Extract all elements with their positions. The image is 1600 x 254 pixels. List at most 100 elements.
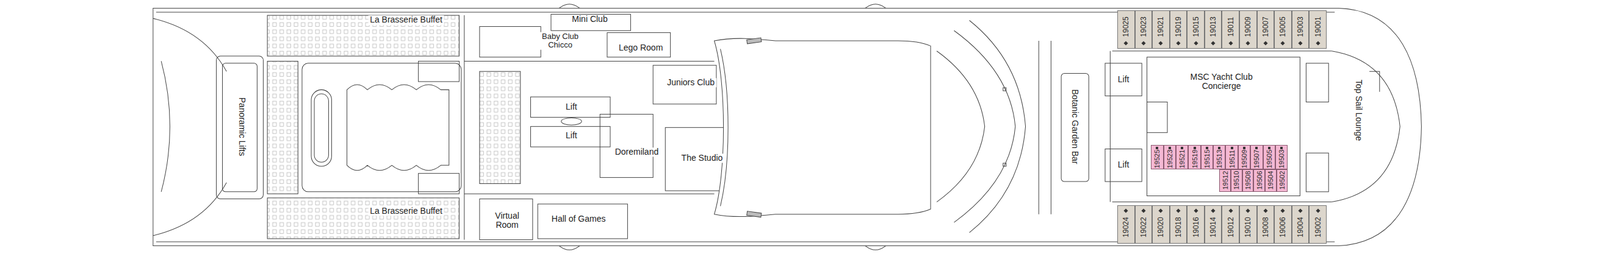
cabin: 19013: [1204, 10, 1223, 50]
cabin-number: 19020: [1156, 217, 1165, 238]
lift-shaft: [1105, 149, 1142, 183]
suite-block: [1147, 57, 1301, 197]
lift-shaft: [530, 126, 611, 148]
venue-label: Virtual Room: [486, 211, 528, 231]
suite-diamond: [1246, 40, 1251, 46]
suite-diamond: [1280, 209, 1286, 214]
cabin: 19009: [1239, 10, 1258, 50]
pool-edge: [720, 48, 729, 207]
cabin-number: 19005: [1279, 16, 1287, 37]
amenity-icon: [1255, 147, 1258, 150]
seating: [479, 71, 521, 184]
cabin-number: 19510: [1233, 171, 1240, 191]
buffet-seating: [267, 198, 459, 240]
suite-diamond: [1141, 209, 1146, 214]
cabin-number: 19021: [1156, 16, 1165, 37]
room-outline: [652, 65, 717, 105]
room-outline: [665, 127, 725, 191]
deck-structure: [153, 4, 1422, 251]
cabin-number: 19513: [1216, 150, 1223, 170]
yacht-club-cabin: 19515: [1200, 145, 1214, 170]
atrium-void: [347, 84, 450, 171]
cabin-number: 19509: [1240, 150, 1248, 170]
venue-label: La Brasserie Buffet: [367, 15, 445, 26]
yacht-club-cabin: 19508: [1242, 169, 1255, 193]
suite-diamond: [1124, 209, 1129, 214]
cabin: 19020: [1152, 205, 1170, 245]
room-outline: [599, 114, 653, 179]
suite-diamond: [1297, 40, 1303, 46]
cabin: 19008: [1257, 205, 1275, 245]
cabin-number: 19006: [1279, 217, 1287, 238]
yacht-club-cabin: 19525: [1150, 145, 1164, 170]
lift-pill: [314, 93, 329, 163]
cabin-number: 19505: [1265, 150, 1273, 170]
lift-shaft: [1105, 63, 1142, 97]
wall: [463, 15, 465, 240]
suite-diamond: [1158, 209, 1164, 214]
yacht-club-cabin: 19519: [1188, 145, 1201, 170]
cabin: 19015: [1186, 10, 1205, 50]
atrium-outline: [302, 63, 462, 193]
pool-deck: [714, 38, 932, 217]
suite-diamond: [1175, 209, 1181, 214]
room-outline: [551, 14, 631, 31]
amenity-icon: [1193, 147, 1197, 150]
buffet-counter: [418, 173, 460, 195]
yacht-club-cabin: 19504: [1264, 169, 1277, 193]
hull-outline: [153, 7, 1422, 246]
venue-label: La Brasserie Buffet: [367, 206, 445, 217]
cabin: 19002: [1308, 205, 1327, 245]
venue-label: Baby Club Chicco: [536, 32, 584, 51]
buffet-seating: [267, 61, 298, 195]
cabin-number: 19019: [1174, 16, 1182, 37]
stern-curve: [161, 61, 170, 192]
cabin-number: 19018: [1174, 217, 1182, 238]
amenity-icon: [1230, 147, 1234, 150]
cabin-number: 19515: [1203, 150, 1211, 170]
yacht-club-cabin: 19502: [1276, 169, 1289, 193]
venue-label: Doremiland: [613, 147, 661, 157]
cabin: 19022: [1135, 205, 1153, 245]
venue-label: Lift: [563, 131, 580, 141]
cabin: 19018: [1169, 205, 1188, 245]
corridor: [1112, 51, 1333, 203]
cabin-number: 19525: [1153, 150, 1161, 170]
amenity-icon: [1180, 147, 1184, 150]
cabin: 19014: [1204, 205, 1223, 245]
suite-diamond: [1228, 40, 1233, 46]
suite-diamond: [1263, 40, 1268, 46]
room-outline: [479, 26, 541, 58]
cabin-number: 19012: [1227, 217, 1235, 238]
suite-diamond: [1297, 209, 1303, 214]
panoramic-lift-shaft: [222, 63, 258, 193]
cabin-number: 19004: [1296, 217, 1305, 238]
lift-ring: [561, 117, 582, 126]
vertical-venue-label: Top Sail Lounge: [1353, 78, 1363, 143]
deck-fitting: [746, 37, 762, 44]
suite-diamond: [1193, 40, 1198, 46]
cabin: 19006: [1274, 205, 1292, 245]
amenity-icon: [1205, 147, 1209, 150]
suite-diamond: [1246, 209, 1251, 214]
buffet-counter: [418, 61, 460, 82]
cabin-number: 19521: [1178, 150, 1186, 170]
cabin-number: 19511: [1228, 150, 1236, 169]
suite-diamond: [1315, 209, 1320, 214]
suite-diamond: [1158, 40, 1164, 46]
wall: [1038, 40, 1051, 215]
suite-diamond: [1228, 209, 1233, 214]
cabin: 19005: [1274, 10, 1292, 50]
cabin: 19012: [1221, 205, 1240, 245]
amenity-icon: [1268, 147, 1271, 150]
cabin-number: 19009: [1244, 16, 1252, 37]
cabin-number: 19010: [1244, 217, 1252, 238]
cabin: 19025: [1117, 10, 1136, 50]
cabin-number: 19503: [1278, 150, 1286, 170]
yacht-club-cabin: 19503: [1275, 145, 1288, 170]
yacht-club-cabin: 19523: [1163, 145, 1176, 170]
amenity-icon: [1243, 147, 1246, 150]
stern-curve: [153, 183, 227, 237]
venue-label: MSC Yacht Club Concierge: [1182, 72, 1261, 92]
suite-diamond: [1124, 40, 1129, 46]
